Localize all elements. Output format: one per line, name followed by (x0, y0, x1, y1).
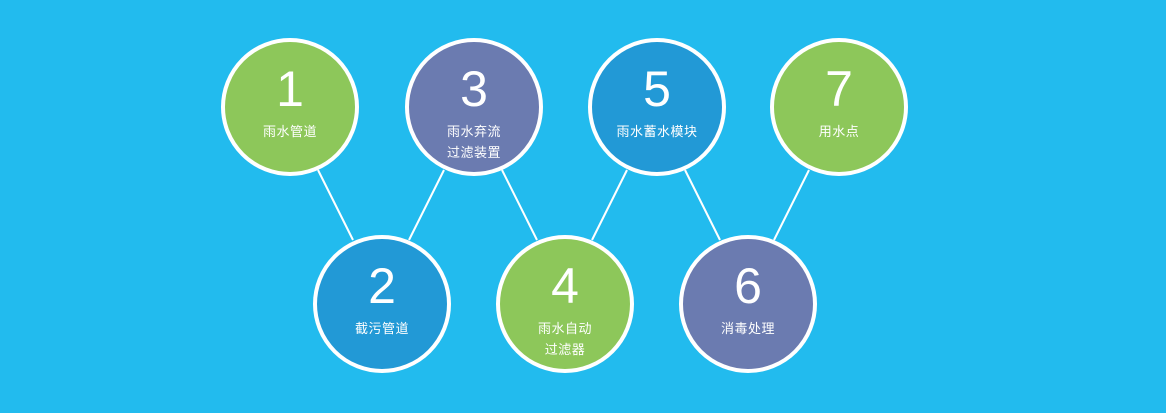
step-number: 6 (734, 258, 762, 314)
step-3-node: 3 雨水弃流 过滤装置 (405, 38, 543, 176)
step-2-node: 2 截污管道 (313, 235, 451, 373)
step-label: 截污管道 (354, 322, 409, 337)
connector-3-4 (501, 169, 538, 241)
step-label: 用水点 (818, 125, 860, 140)
connector-1-2 (317, 169, 354, 241)
step-number: 1 (276, 61, 304, 117)
step-label: 雨水蓄水模块 (616, 125, 698, 140)
step-7-node: 7 用水点 (770, 38, 908, 176)
step-number: 5 (643, 61, 671, 117)
step-number: 7 (825, 61, 853, 117)
connector-2-3 (408, 169, 445, 241)
step-6-node: 6 消毒处理 (679, 235, 817, 373)
connector-6-7 (773, 169, 810, 241)
connector-5-6 (684, 169, 721, 241)
step-label: 消毒处理 (720, 322, 775, 337)
step-label: 雨水弃流 过滤装置 (446, 125, 501, 161)
step-4-node: 4 雨水自动 过滤器 (496, 235, 634, 373)
step-number: 3 (460, 61, 488, 117)
step-label: 雨水自动 过滤器 (537, 322, 592, 358)
step-1-node: 1 雨水管道 (221, 38, 359, 176)
step-5-node: 5 雨水蓄水模块 (588, 38, 726, 176)
connector-4-5 (591, 169, 628, 241)
step-label: 雨水管道 (262, 125, 317, 140)
step-number: 4 (551, 258, 579, 314)
step-number: 2 (368, 258, 396, 314)
